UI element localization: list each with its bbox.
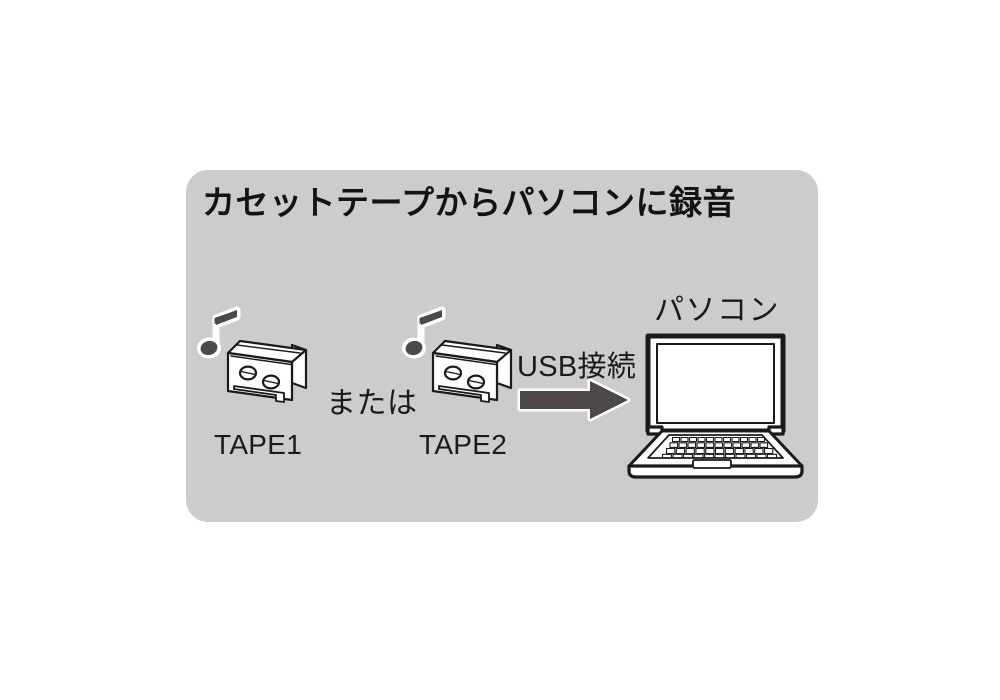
laptop-computer-icon bbox=[627, 333, 804, 479]
cassette-reel-holes bbox=[238, 365, 281, 390]
cassette-reel-holes bbox=[443, 365, 486, 390]
or-label: または bbox=[326, 387, 418, 420]
laptop-illustration bbox=[606, 328, 814, 480]
tape2-label: TAPE2 bbox=[419, 429, 508, 460]
right-arrow-illustration bbox=[516, 378, 632, 422]
cassette-tape-1-illustration bbox=[196, 300, 326, 425]
usb-connection-label: USB接続 bbox=[517, 351, 637, 383]
cassette-body bbox=[431, 339, 513, 403]
keyboard-keys bbox=[661, 436, 778, 459]
tape1-label: TAPE1 bbox=[214, 429, 303, 460]
cassette-body bbox=[226, 339, 308, 403]
music-note-icon bbox=[402, 306, 446, 359]
cassette-tape-2-illustration bbox=[401, 300, 531, 425]
pc-label: パソコン bbox=[654, 294, 780, 327]
trackpad bbox=[692, 459, 732, 469]
right-arrow-icon bbox=[517, 378, 631, 422]
music-note-icon bbox=[197, 306, 241, 359]
page-title: カセットテープからパソコンに録音 bbox=[202, 184, 737, 221]
